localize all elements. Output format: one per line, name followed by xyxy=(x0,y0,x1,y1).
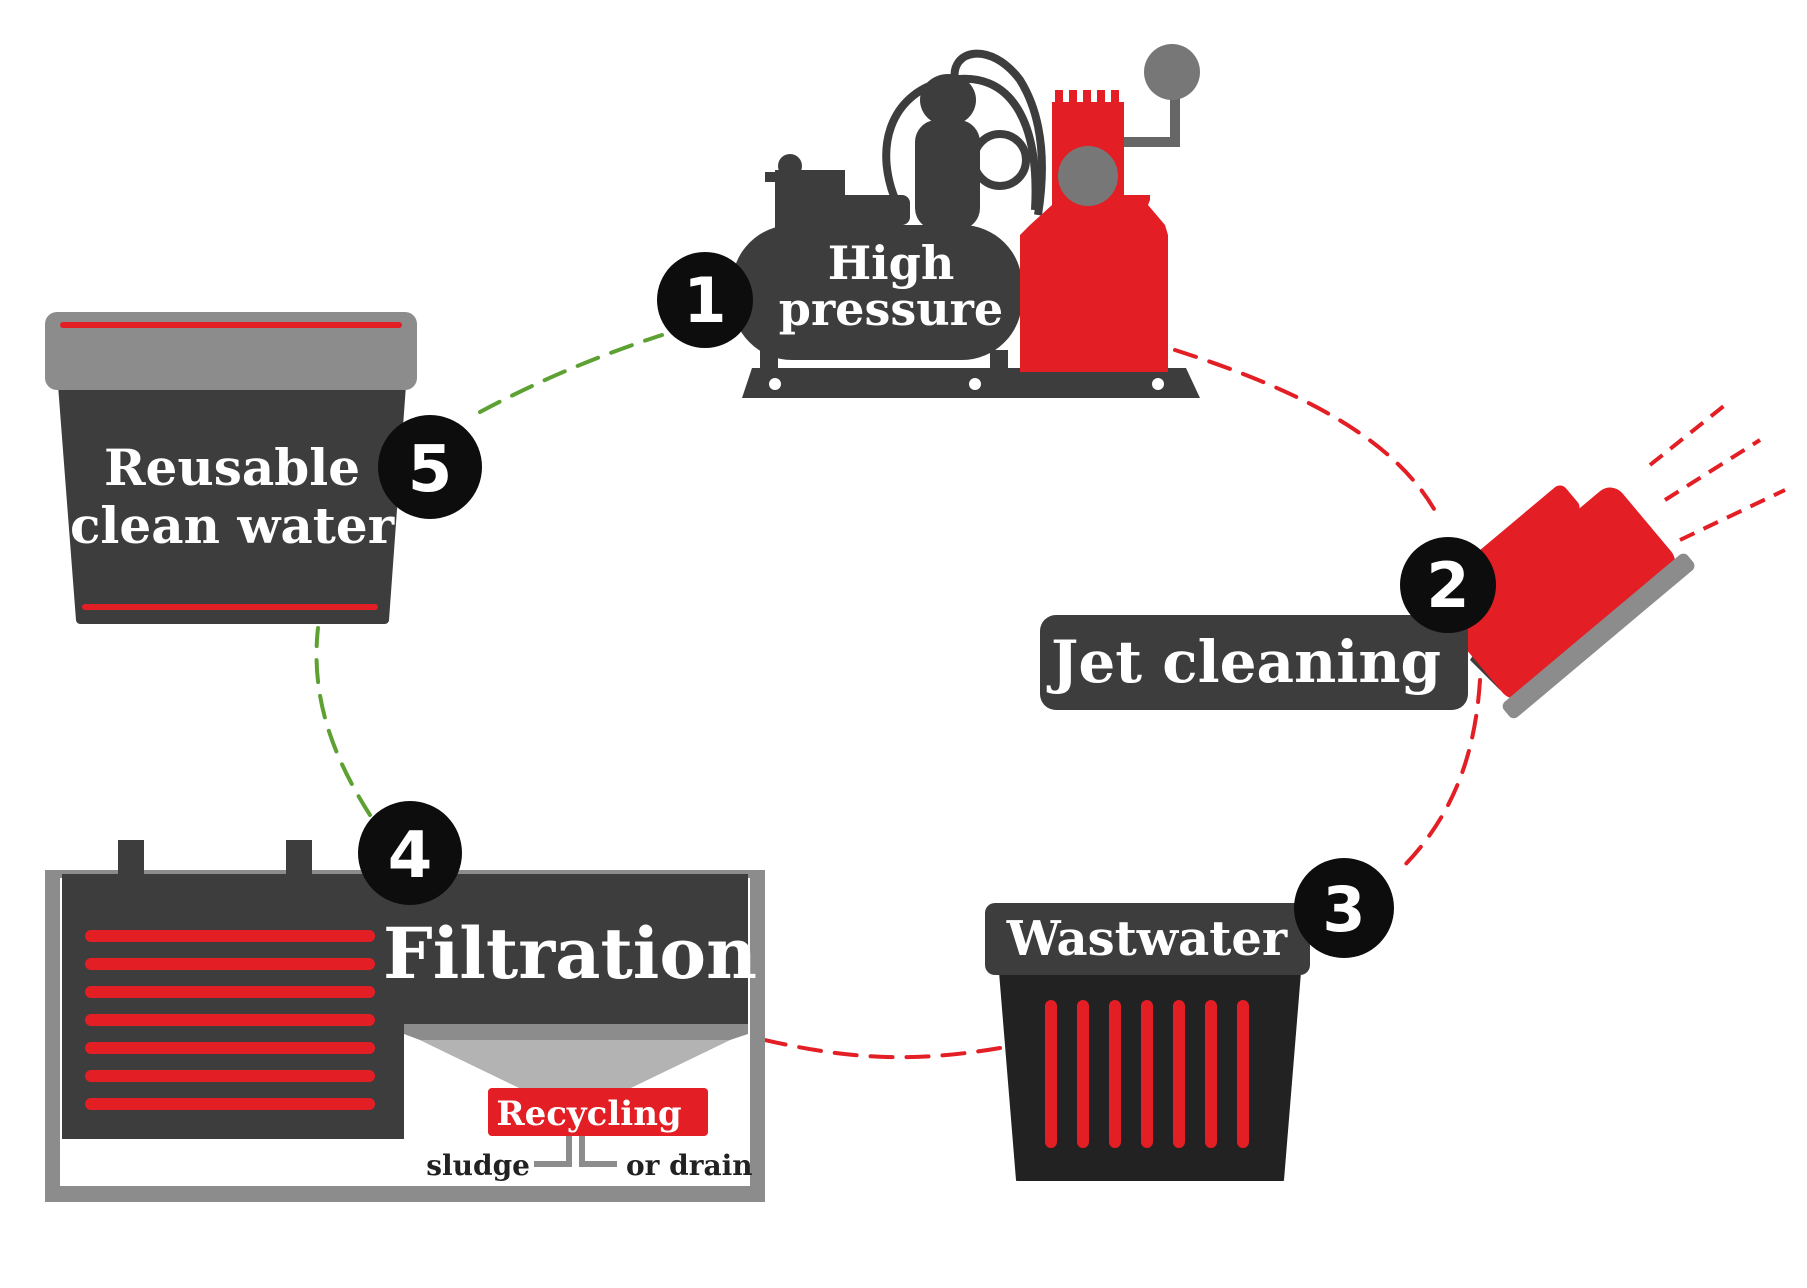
step-3-label: Wastwater xyxy=(1006,911,1288,967)
water-tub-icon xyxy=(45,312,417,624)
step-2-number: 2 xyxy=(1426,549,1469,622)
step-4-badge: 4 xyxy=(358,801,462,905)
step-3-number: 3 xyxy=(1322,873,1365,946)
step-5-label-line1: Reusable xyxy=(104,438,360,497)
drain-label: or drain xyxy=(626,1149,753,1182)
step-1-label-line1: High xyxy=(828,236,955,290)
step-2-label: Jet cleaning xyxy=(1046,628,1441,696)
recycling-label: Recycling xyxy=(496,1094,681,1134)
connector-1-to-2 xyxy=(1173,348,1442,522)
connector-3-to-4 xyxy=(723,1028,1002,1060)
spray-nozzle-icon xyxy=(1450,403,1786,719)
step-5-label-line2: clean water xyxy=(70,496,395,555)
step-4-number: 4 xyxy=(388,819,433,893)
connector-5-to-1 xyxy=(478,333,664,414)
step-1-number: 1 xyxy=(683,264,726,337)
step-2-label-box: Jet cleaning xyxy=(1040,615,1468,710)
step-5-badge: 5 xyxy=(378,415,482,519)
step-4-label: Filtration xyxy=(383,912,757,995)
step-1-label-line2: pressure xyxy=(779,282,1003,336)
step-3-label-box: Wastwater xyxy=(985,903,1310,975)
recycling-tag: Recycling xyxy=(488,1088,708,1136)
step-1-badge: 1 xyxy=(657,252,753,348)
connector-2-to-3 xyxy=(1398,678,1482,872)
step-5-number: 5 xyxy=(408,433,453,507)
filter-tank-icon xyxy=(45,840,765,1202)
step-3-badge: 3 xyxy=(1294,858,1394,958)
step-2-badge: 2 xyxy=(1400,537,1496,633)
waste-bin-icon xyxy=(999,971,1301,1181)
sludge-label: sludge xyxy=(426,1149,530,1182)
connector-4-to-5 xyxy=(314,626,372,817)
compressor-pump-icon xyxy=(732,44,1200,398)
